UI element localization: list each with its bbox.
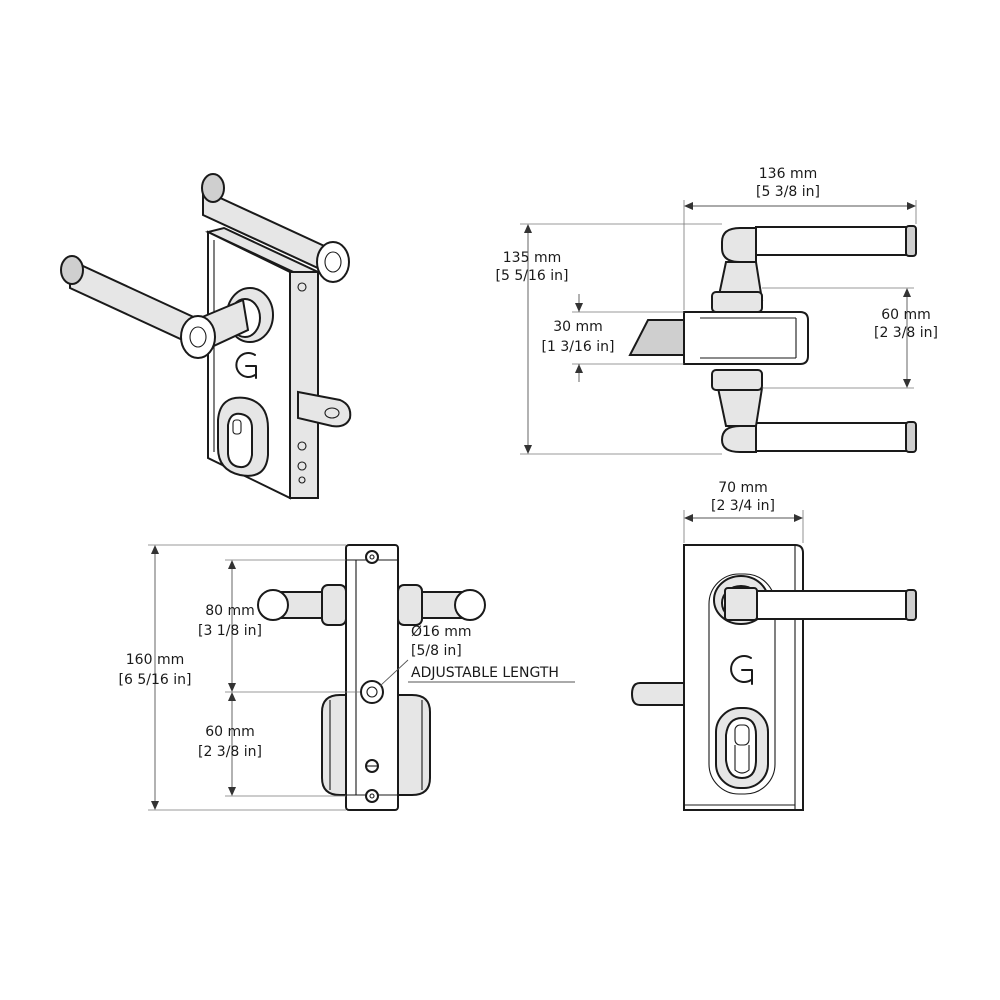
iso-front-handle [60, 255, 250, 359]
front-lock-body [683, 544, 804, 811]
top-lower-handle [716, 387, 917, 453]
dim-side-height-metric: 160 mm [126, 652, 184, 668]
iso-latch-bolt [297, 390, 352, 428]
iso-back-handle [201, 173, 350, 283]
top-lock-body [628, 291, 809, 391]
iso-lock-body [205, 226, 352, 500]
dim-side-upper-metric: 80 mm [205, 603, 255, 619]
front-view: 70 mm [2 3/4 in] [630, 480, 917, 811]
dim-side-hole-note: ADJUSTABLE LENGTH [411, 665, 559, 681]
dim-side-lower-imperial: [2 3/8 in] [198, 744, 262, 760]
dim-top-height-imperial: [5 5/16 in] [496, 268, 569, 284]
top-view: 136 mm [5 3/8 in] 135 mm [5 5/16 in] 30 … [496, 166, 938, 455]
front-handle [724, 587, 917, 621]
g-logo-icon [235, 352, 257, 379]
front-latch-bolt [630, 682, 685, 706]
dim-top-bolt-metric: 30 mm [553, 319, 603, 335]
dim-top-spacing-imperial: [2 3/8 in] [874, 325, 938, 341]
dim-top-width-metric: 136 mm [759, 166, 817, 182]
dim-top-spacing-metric: 60 mm [881, 307, 931, 323]
top-upper-handle [716, 225, 917, 301]
top-dimension-lines [520, 200, 917, 455]
dim-front-width-metric: 70 mm [718, 480, 768, 496]
dim-top-width-imperial: [5 3/8 in] [756, 184, 820, 200]
dim-side-hole-imperial: [5/8 in] [411, 643, 462, 659]
side-handle-right [397, 584, 486, 626]
dim-side-height-imperial: [6 5/16 in] [119, 672, 192, 688]
dim-side-lower-metric: 60 mm [205, 724, 255, 740]
side-center-plate [345, 544, 399, 811]
euro-cylinder-icon [227, 412, 253, 469]
side-handle-left [257, 584, 347, 626]
euro-cylinder-icon [725, 716, 757, 780]
side-view: 160 mm [6 5/16 in] 80 mm [3 1/8 in] 60 m… [119, 544, 575, 811]
front-dimension-lines [683, 510, 804, 543]
dim-front-width-imperial: [2 3/4 in] [711, 498, 775, 514]
dim-top-bolt-imperial: [1 3/16 in] [542, 339, 615, 355]
isometric-view [60, 173, 352, 500]
g-logo-icon [730, 655, 753, 685]
side-cylinder-housing [321, 694, 431, 796]
side-dimension-lines [148, 544, 575, 811]
dim-side-upper-imperial: [3 1/8 in] [198, 623, 262, 639]
dim-side-hole-metric: Ø16 mm [411, 624, 472, 640]
dim-top-height-metric: 135 mm [503, 250, 561, 266]
